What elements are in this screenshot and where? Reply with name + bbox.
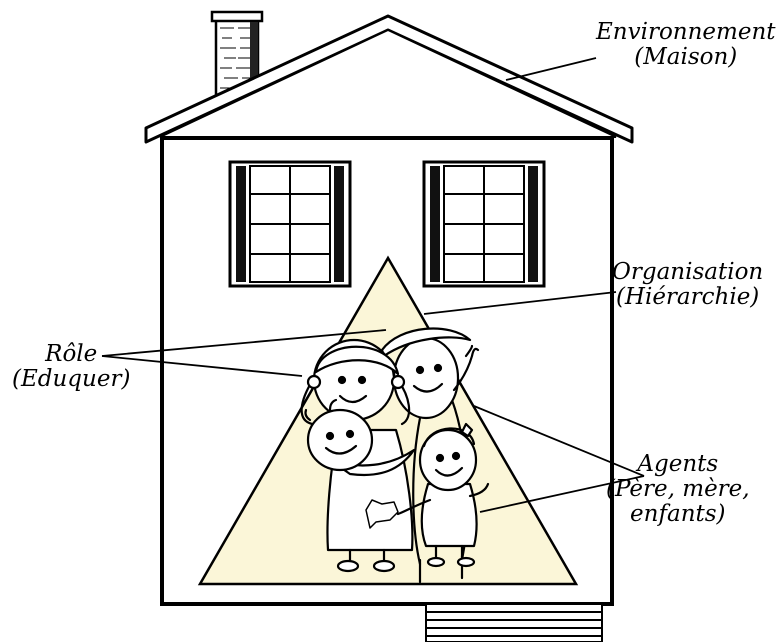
agents-label: Agents (Père, mère, enfants) (606, 452, 750, 527)
environment-label-line2: (Maison) (596, 45, 776, 70)
role-label: Rôle (Eduquer) (12, 342, 130, 392)
agents-label-line3: enfants) (606, 502, 750, 527)
organisation-label-line1: Organisation (612, 260, 763, 285)
role-label-line1: Rôle (12, 342, 130, 367)
role-label-line2: (Eduquer) (12, 367, 130, 392)
window-right (424, 162, 544, 286)
organisation-label-line2: (Hiérarchie) (612, 285, 763, 310)
environment-label: Environnement (Maison) (596, 20, 776, 70)
agents-label-line1: Agents (606, 452, 750, 477)
window-left (230, 162, 350, 286)
environment-connector (506, 58, 596, 80)
agents-label-line2: (Père, mère, (606, 477, 750, 502)
environment-label-line1: Environnement (596, 20, 776, 45)
front-steps (426, 604, 602, 642)
organisation-label: Organisation (Hiérarchie) (612, 260, 763, 310)
